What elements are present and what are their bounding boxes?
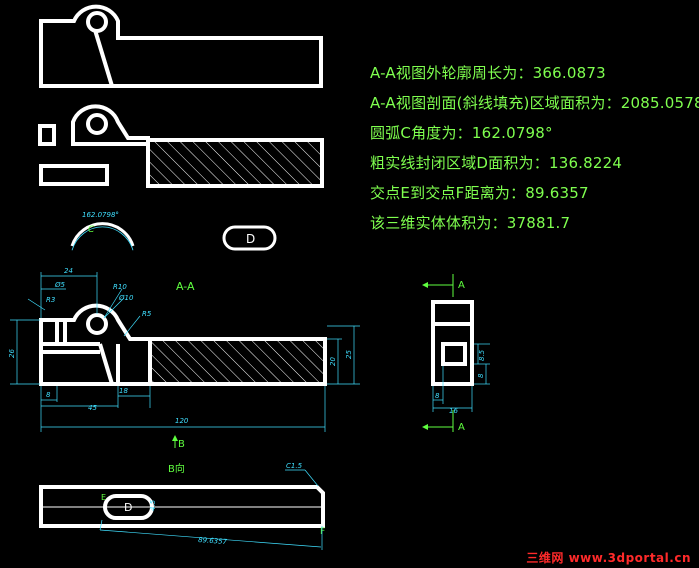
dim-r5: R5 (142, 310, 152, 318)
dim-20: 20 (329, 357, 337, 366)
arc-c-label: C (88, 225, 95, 235)
view-a-a-section: A-A (8, 267, 360, 432)
result-region-d-area: 粗实线封闭区域D面积为：136.8224 (370, 154, 623, 172)
section-title: A-A (176, 280, 195, 293)
result-volume: 该三维实体体积为：37881.7 (370, 214, 571, 232)
view-section-hatch (38, 104, 324, 188)
region-d-label: D (246, 232, 255, 246)
view-b-arrow-label: B (178, 439, 185, 450)
dim-ef: 89.6357 (198, 536, 228, 546)
watermark-logo: 三维网 www.3dportal.cn (526, 551, 691, 565)
dim-26: 26 (8, 349, 16, 358)
section-a-top: A (458, 280, 465, 291)
region-d-bottom-label: D (124, 501, 132, 514)
dim-25: 25 (345, 350, 353, 359)
result-perimeter: A-A视图外轮廓周长为：366.0873 (370, 64, 606, 82)
dim-phi5: Ø5 (54, 281, 66, 289)
dim-chamfer: C1.5 (286, 462, 303, 470)
dim-side-85: 8.5 (478, 349, 486, 361)
arc-c: 162.0798° C (70, 211, 135, 251)
dim-side-8: 8 (477, 373, 485, 378)
view-side-a: A 8.5 8 8 16 A (422, 274, 490, 433)
dim-b-45: 4.5 (149, 499, 157, 511)
arc-angle-label: 162.0798° (82, 211, 119, 219)
view-b-bottom: D 4.5 E F 89.6357 C1.5 (39, 462, 325, 550)
dim-45: 45 (88, 404, 97, 412)
result-arc-angle: 圆弧C角度为：162.0798° (370, 124, 553, 142)
dim-r3: R3 (46, 296, 55, 304)
dim-8: 8 (46, 391, 51, 399)
view-b-title: B向 (168, 462, 185, 475)
section-a-bottom: A (458, 422, 465, 433)
point-f: F (320, 527, 325, 537)
dim-18: 18 (119, 387, 128, 395)
dim-r10: R10 (113, 283, 127, 291)
dim-120: 120 (175, 417, 189, 425)
dim-side-8b: 8 (435, 392, 440, 400)
view-b-arrow: B B向 (168, 435, 185, 475)
result-hatch-area: A-A视图剖面(斜线填充)区域面积为：2085.0578 (370, 94, 699, 112)
view-outer-contour (39, 4, 323, 88)
dim-24: 24 (64, 267, 73, 275)
result-ef-distance: 交点E到交点F距离为：89.6357 (370, 184, 589, 202)
dim-side-16: 16 (449, 407, 458, 415)
region-d: D (222, 225, 277, 251)
point-e: E (101, 493, 106, 502)
dim-phi10: Ø10 (118, 294, 134, 302)
